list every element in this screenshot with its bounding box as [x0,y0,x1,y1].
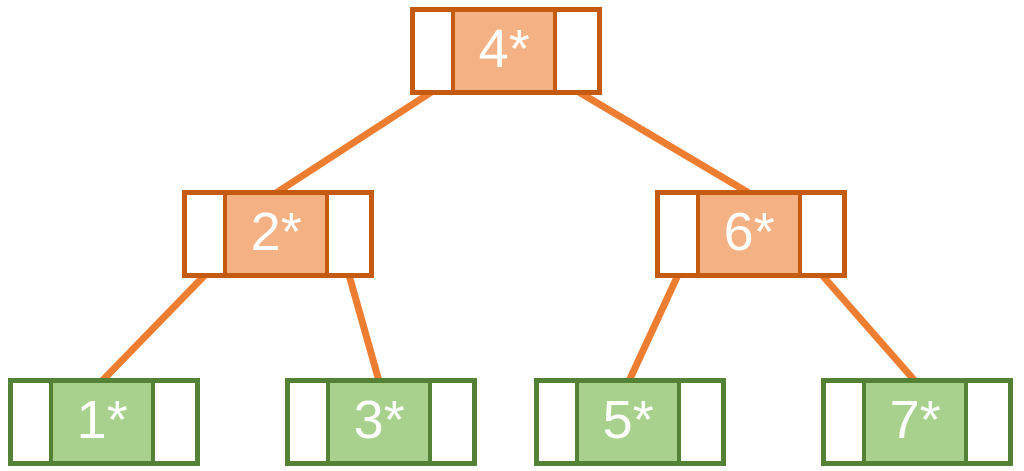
edge-4-to-6 [575,87,751,197]
tree-node-1: 1* [8,378,200,466]
left-pointer-cell [13,383,50,461]
node-value: 5* [575,383,681,461]
edge-6-to-5 [625,273,682,383]
left-pointer-cell [187,195,224,273]
node-value: 4* [451,12,557,90]
right-pointer-cell [801,195,842,273]
left-pointer-cell [539,383,576,461]
right-pointer-cell [431,383,472,461]
right-pointer-cell [154,383,195,461]
left-pointer-cell [290,383,327,461]
tree-node-2: 2* [182,190,374,278]
right-pointer-cell [556,12,597,90]
tree-node-5: 5* [534,378,726,466]
left-pointer-cell [415,12,452,90]
tree-node-6: 6* [655,190,847,278]
left-pointer-cell [826,383,863,461]
node-value: 1* [49,383,155,461]
edge-2-to-1 [99,272,208,384]
right-pointer-cell [680,383,721,461]
edge-4-to-2 [274,88,435,196]
left-pointer-cell [660,195,697,273]
node-value: 2* [223,195,329,273]
right-pointer-cell [967,383,1008,461]
tree-node-4: 4* [410,7,602,95]
edge-2-to-3 [345,274,383,382]
tree-node-3: 3* [285,378,477,466]
node-value: 6* [696,195,802,273]
node-value: 3* [326,383,432,461]
tree-node-7: 7* [821,378,1013,466]
right-pointer-cell [328,195,369,273]
node-value: 7* [862,383,968,461]
edge-6-to-7 [819,272,918,384]
